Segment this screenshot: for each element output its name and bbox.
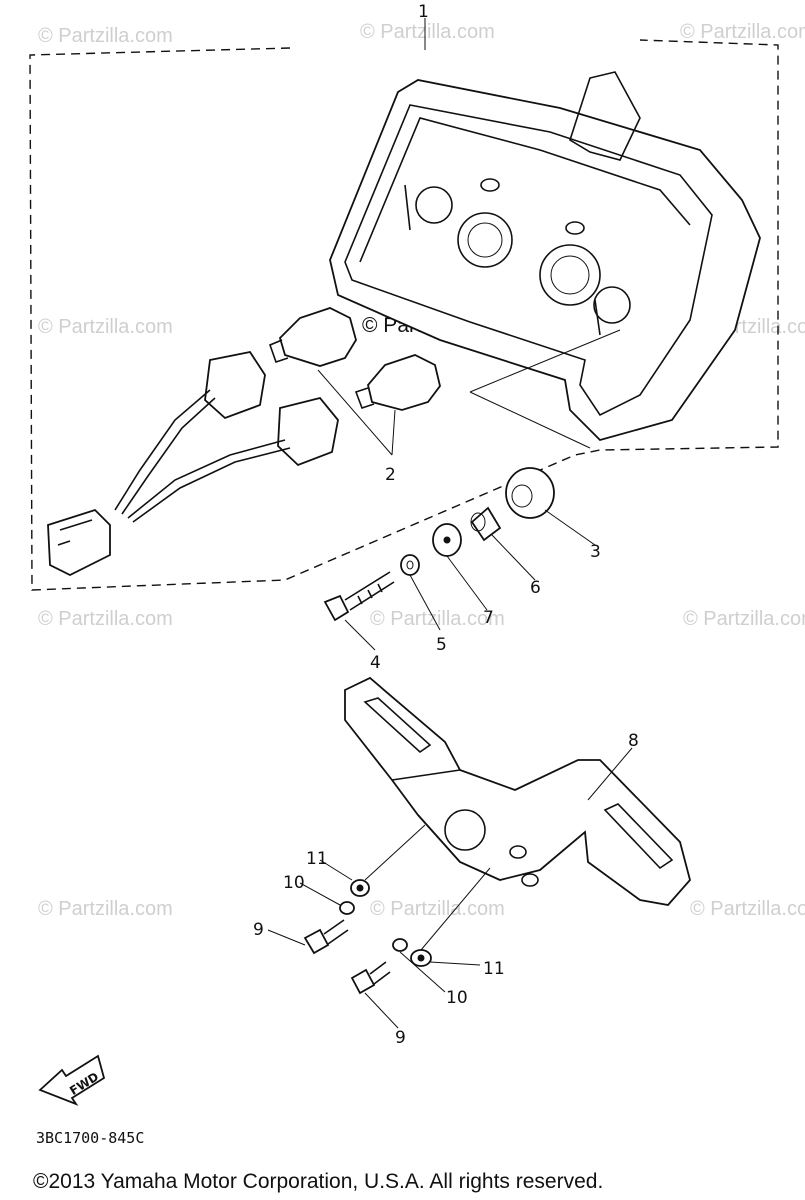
- watermark: © Partzilla.com: [370, 608, 505, 630]
- bulb: [354, 354, 441, 411]
- leader-line: [391, 409, 396, 456]
- callout-1: 1: [418, 2, 429, 22]
- leader-line: [364, 824, 426, 881]
- leader-line: [587, 747, 633, 801]
- nut: [350, 879, 370, 897]
- fwd-arrow-icon: FWD: [38, 1054, 106, 1106]
- callout-11: 11: [306, 849, 328, 869]
- watermark: © Partzilla.com: [680, 21, 805, 43]
- copyright-notice: ©2013 Yamaha Motor Corporation, U.S.A. A…: [33, 1170, 603, 1193]
- watermark: © Partzilla.com: [38, 316, 173, 338]
- leader-line: [364, 992, 399, 1029]
- leader-line: [399, 951, 446, 993]
- leader-line: [319, 859, 353, 881]
- leader-line: [491, 534, 536, 581]
- callout-9: 9: [395, 1028, 406, 1048]
- callout-7: 7: [483, 608, 494, 628]
- watermark: © Partzilla.com: [38, 608, 173, 630]
- lock-washer: [392, 938, 408, 952]
- wire-harness: [47, 350, 339, 577]
- nut: [410, 949, 432, 967]
- callout-10: 10: [446, 988, 468, 1008]
- watermark: © Partzilla.com: [38, 898, 173, 920]
- lock-washer: [400, 554, 420, 576]
- diagram-code: 3BC1700-845C: [36, 1129, 144, 1147]
- callout-4: 4: [370, 653, 381, 673]
- bolt: [350, 961, 391, 995]
- leader-line: [429, 961, 481, 966]
- leader-line: [469, 329, 621, 393]
- lock-washer: [339, 901, 355, 915]
- callout-labels: 1 2 3 4 5 6 7 8 9 9 10 10 11 11: [253, 2, 639, 1048]
- leader-line: [544, 509, 596, 546]
- bolt: [323, 571, 395, 622]
- assembly-boundary: [29, 39, 779, 591]
- leader-line: [299, 882, 341, 906]
- collar: [470, 506, 502, 542]
- bulb: [268, 307, 357, 367]
- callout-3: 3: [590, 542, 601, 562]
- watermark: © Partzilla.com: [360, 21, 495, 43]
- leader-line: [317, 369, 393, 456]
- callout-10: 10: [283, 873, 305, 893]
- callout-9: 9: [253, 920, 264, 940]
- grommet: [505, 467, 555, 519]
- tail-light-housing: [329, 71, 761, 442]
- leader-line: [469, 391, 591, 449]
- callout-6: 6: [530, 578, 541, 598]
- leader-line: [409, 574, 441, 631]
- watermark: © Partzilla.com: [38, 25, 173, 47]
- callout-2: 2: [385, 465, 396, 485]
- watermark-group: © Partzilla.com © Partzilla.com © Partzi…: [38, 21, 805, 920]
- leader-line: [420, 867, 491, 951]
- bolt: [303, 919, 349, 955]
- license-bracket: [344, 676, 691, 906]
- watermark: © Partzilla.com: [683, 608, 805, 630]
- leader-line: [267, 929, 306, 946]
- leader-line: [344, 619, 376, 651]
- watermark: © Partzilla.com: [690, 898, 805, 920]
- callout-11: 11: [483, 959, 505, 979]
- watermark: © Partzilla.com: [370, 898, 505, 920]
- callout-5: 5: [436, 635, 447, 655]
- callout-8: 8: [628, 731, 639, 751]
- washer: [432, 523, 462, 557]
- leader-line: [446, 555, 488, 611]
